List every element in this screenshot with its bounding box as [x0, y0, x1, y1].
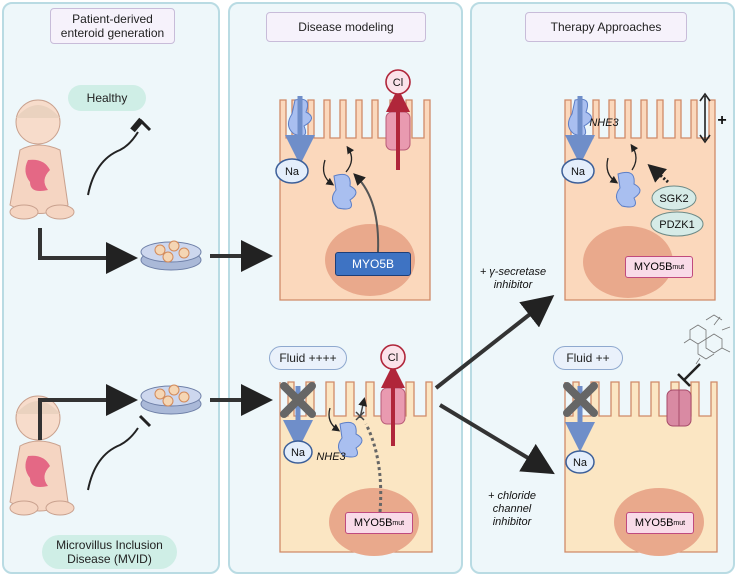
header-therapy-approaches: Therapy Approaches [525, 12, 687, 42]
mvid-label: Microvillus Inclusion Disease (MVID) [42, 535, 177, 569]
na-ion-top-label: Na [285, 166, 300, 178]
myo5b-mut-dotted-arrow [364, 423, 383, 513]
inhibitor-molecule-icon [683, 314, 731, 365]
enteroid-dish-mvid-icon [140, 384, 202, 415]
nhe3-vesicle-gsi-icon [616, 171, 641, 208]
myo5b-label: MYO5B [351, 257, 394, 271]
myo5b-box: MYO5B [335, 252, 411, 276]
na-ion-chloride-icon: Na [565, 450, 595, 474]
inhibitor-bar [677, 363, 701, 387]
endoscope-healthy-icon [87, 117, 152, 196]
na-ion-gsi-label: Na [571, 166, 586, 178]
healthy-label: Healthy [68, 85, 146, 111]
nhe3-vesicle-top-icon [332, 173, 357, 210]
cl-ion-top-label: Cl [393, 77, 403, 89]
fluid-secretion-mvid: Fluid ++++ [269, 346, 347, 370]
nhe3-vesicle-mvid-icon [338, 421, 363, 458]
microvilli-height-arrow [699, 92, 711, 144]
na-ion-mvid-label: Na [291, 447, 306, 459]
sgk2-node: SGK2 [651, 185, 697, 211]
enteroid-dish-healthy-icon [140, 240, 202, 271]
endoscope-mvid-icon [87, 414, 152, 491]
arrow-gamma-secretase-treatment [434, 295, 555, 390]
myo5b-mut-label-gsi: MYO5B [633, 261, 673, 273]
cl-ion-mvid-label: Cl [388, 352, 398, 364]
gamma-secretase-label: + γ-secretase inhibitor [479, 266, 547, 291]
arrow-chloride-inhibitor-treatment [438, 403, 555, 475]
cl-ion-mvid-icon: Cl [380, 344, 406, 370]
mut-superscript-mvid: mut [392, 519, 405, 527]
header-disease-modeling: Disease modeling [266, 12, 426, 42]
nhe3-label-mvid: NHE3 [316, 451, 346, 463]
cftr-channel-inhibited-icon [666, 389, 692, 427]
myo5b-mut-label-mvid: MYO5B [353, 517, 393, 529]
myo5b-mut-label-chloride: MYO5B [634, 517, 674, 529]
blocked-x-icon-mvid [280, 382, 316, 418]
na-ion-top-icon: Na [275, 158, 309, 184]
myo5b-arrow [353, 173, 380, 253]
blocked-mark-mvid [355, 411, 365, 421]
na-ion-chloride-label: Na [573, 457, 588, 469]
fluid-secretion-chloride: Fluid ++ [553, 346, 623, 370]
arrow-healthy-to-dish [38, 228, 138, 274]
recycling-arrow-gsi-right [630, 143, 639, 171]
nhe3-label-gsi: NHE3 [589, 117, 619, 129]
pdzk1-label: PDZK1 [659, 219, 694, 231]
na-ion-gsi-icon: Na [561, 158, 595, 184]
recycling-arrow-gsi-left [606, 157, 619, 184]
recycling-arrow-top-right [345, 145, 355, 173]
sgk2-label: SGK2 [659, 193, 688, 205]
header-enteroid-generation: Patient-derived enteroid generation [50, 8, 175, 44]
cl-ion-top-icon: Cl [385, 69, 411, 95]
blocked-x-icon-chloride [563, 382, 598, 417]
recycling-arrow-mvid-left [328, 407, 341, 432]
na-ion-mvid-icon: Na [283, 440, 313, 464]
sgk2-dotted-arrow [647, 164, 669, 184]
chloride-inhibitor-label: + chloride channel inhibitor [487, 490, 536, 528]
treated-enterocyte-gsi [564, 99, 716, 301]
mut-superscript-gsi: mut [672, 263, 685, 271]
arrow-mvid-to-dish [38, 384, 138, 440]
baby-healthy-icon [9, 99, 75, 220]
increase-plus-label: + [717, 112, 726, 129]
recycling-arrow-top-left [322, 159, 335, 186]
mut-superscript-chloride: mut [673, 519, 686, 527]
pdzk1-node: PDZK1 [650, 211, 704, 237]
